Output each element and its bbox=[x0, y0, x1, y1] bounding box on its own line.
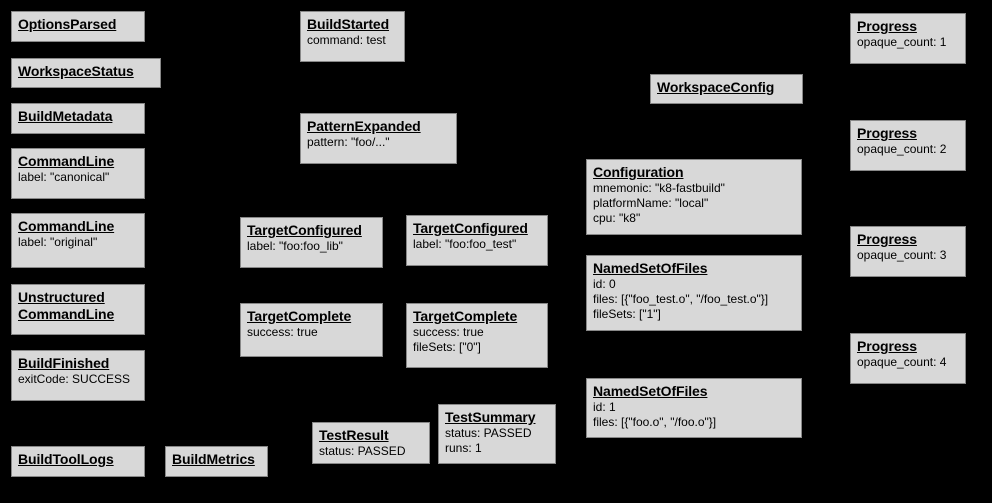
node-title: Progress bbox=[857, 338, 917, 354]
node-field: platformName: "local" bbox=[593, 196, 709, 210]
node-title: BuildFinished bbox=[18, 355, 110, 371]
node-workspace-status[interactable]: WorkspaceStatus bbox=[11, 58, 161, 88]
node-build-tool-logs[interactable]: BuildToolLogs bbox=[11, 446, 145, 477]
node-title: Progress bbox=[857, 18, 917, 34]
node-field: files: [{"foo.o", "/foo.o"}] bbox=[593, 415, 717, 429]
node-field: opaque_count: 3 bbox=[857, 248, 947, 262]
node-field: exitCode: SUCCESS bbox=[18, 372, 131, 386]
node-fields: success: true bbox=[247, 325, 376, 340]
node-title: Progress bbox=[857, 125, 917, 141]
node-title: CommandLine bbox=[18, 218, 115, 234]
node-fields: command: test bbox=[307, 33, 398, 48]
node-title: TargetConfigured bbox=[413, 220, 528, 236]
node-title: BuildMetadata bbox=[18, 108, 113, 124]
node-field: success: true bbox=[413, 325, 484, 339]
node-fields: opaque_count: 1 bbox=[857, 35, 959, 50]
node-title: TargetConfigured bbox=[247, 222, 362, 238]
node-field: opaque_count: 2 bbox=[857, 142, 947, 156]
node-title: NamedSetOfFiles bbox=[593, 383, 708, 399]
node-title: OptionsParsed bbox=[18, 16, 117, 32]
node-title: Configuration bbox=[593, 164, 684, 180]
node-field: pattern: "foo/..." bbox=[307, 135, 390, 149]
node-field: opaque_count: 1 bbox=[857, 35, 947, 49]
node-title: BuildToolLogs bbox=[18, 451, 114, 467]
node-title: TestResult bbox=[319, 427, 389, 443]
node-title: WorkspaceConfig bbox=[657, 79, 775, 95]
node-options-parsed[interactable]: OptionsParsed bbox=[11, 11, 145, 42]
node-field: id: 1 bbox=[593, 400, 616, 414]
node-field: files: [{"foo_test.o", "/foo_test.o"}] bbox=[593, 292, 769, 306]
node-fields: label: "foo:foo_lib" bbox=[247, 239, 376, 254]
node-field: id: 0 bbox=[593, 277, 616, 291]
node-fields: label: "foo:foo_test" bbox=[413, 237, 541, 252]
node-field: opaque_count: 4 bbox=[857, 355, 947, 369]
node-fields: opaque_count: 4 bbox=[857, 355, 959, 370]
node-field: success: true bbox=[247, 325, 318, 339]
node-fields: pattern: "foo/..." bbox=[307, 135, 450, 150]
node-field: label: "foo:foo_lib" bbox=[247, 239, 343, 253]
node-fields: label: "original" bbox=[18, 235, 138, 250]
node-field: label: "foo:foo_test" bbox=[413, 237, 517, 251]
node-unstructured-command-line[interactable]: Unstructured CommandLine bbox=[11, 284, 145, 335]
node-field: runs: 1 bbox=[445, 441, 482, 455]
node-field: label: "original" bbox=[18, 235, 98, 249]
node-fields: label: "canonical" bbox=[18, 170, 138, 185]
node-fields: status: PASSED bbox=[319, 444, 423, 459]
node-field: status: PASSED bbox=[319, 444, 406, 458]
node-field: cpu: "k8" bbox=[593, 211, 641, 225]
node-field: mnemonic: "k8-fastbuild" bbox=[593, 181, 725, 195]
node-fields: opaque_count: 3 bbox=[857, 248, 959, 263]
node-fields: exitCode: SUCCESS bbox=[18, 372, 138, 387]
node-title: Progress bbox=[857, 231, 917, 247]
node-title: TargetComplete bbox=[247, 308, 352, 324]
node-title: TargetComplete bbox=[413, 308, 518, 324]
node-build-metadata[interactable]: BuildMetadata bbox=[11, 103, 145, 134]
node-fields: mnemonic: "k8-fastbuild"platformName: "l… bbox=[593, 181, 795, 226]
node-title: BuildStarted bbox=[307, 16, 390, 32]
node-title: TestSummary bbox=[445, 409, 536, 425]
node-title: WorkspaceStatus bbox=[18, 63, 134, 79]
node-title: BuildMetrics bbox=[172, 451, 255, 467]
node-field: fileSets: ["0"] bbox=[413, 340, 481, 354]
node-fields: opaque_count: 2 bbox=[857, 142, 959, 157]
node-build-metrics[interactable]: BuildMetrics bbox=[165, 446, 268, 477]
node-workspace-config[interactable]: WorkspaceConfig bbox=[650, 74, 803, 104]
node-title: NamedSetOfFiles bbox=[593, 260, 708, 276]
node-title: CommandLine bbox=[18, 153, 115, 169]
node-title: PatternExpanded bbox=[307, 118, 421, 134]
node-field: status: PASSED bbox=[445, 426, 532, 440]
node-field: label: "canonical" bbox=[18, 170, 110, 184]
node-field: fileSets: ["1"] bbox=[593, 307, 661, 321]
node-field: command: test bbox=[307, 33, 386, 47]
node-title: Unstructured CommandLine bbox=[18, 289, 115, 322]
